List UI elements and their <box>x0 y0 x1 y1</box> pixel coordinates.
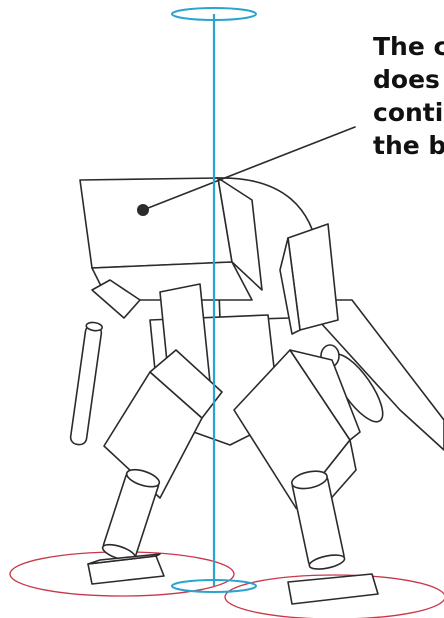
right-foot-block <box>288 574 378 604</box>
left-forearm-cylinder <box>70 321 103 445</box>
head-box-front <box>80 178 232 268</box>
left-shin-cylinder <box>101 466 161 563</box>
center-of-gravity-dot <box>137 204 149 216</box>
